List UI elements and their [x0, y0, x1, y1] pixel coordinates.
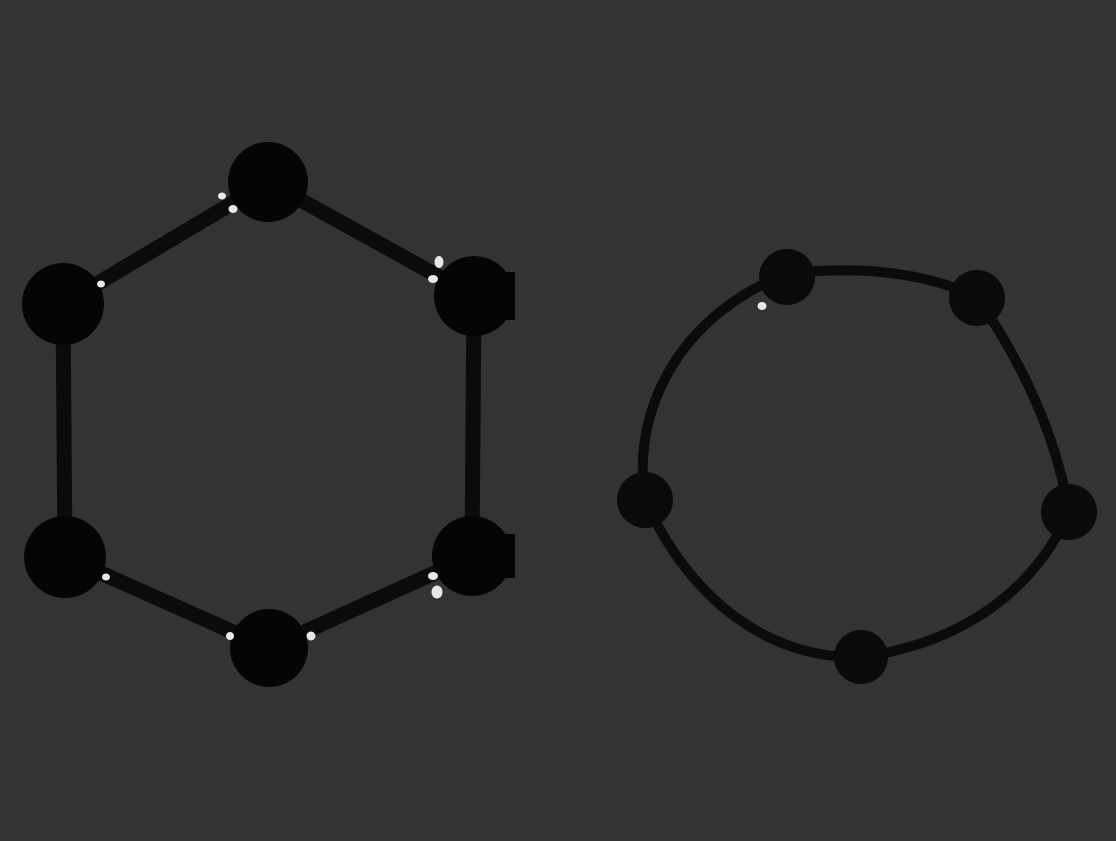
spark-highlight — [757, 302, 767, 310]
spark-highlight — [431, 585, 443, 599]
hex-edge-upperright-lowerright[interactable] — [464, 288, 482, 564]
spark-highlight — [306, 631, 316, 641]
spark-highlight — [428, 275, 438, 283]
hex-node-bottom[interactable] — [230, 609, 308, 687]
spark-highlight — [428, 572, 438, 580]
spark-highlight — [97, 280, 105, 288]
ring-edge-topleft-topright[interactable] — [782, 265, 982, 302]
ring-edge-left-topleft[interactable] — [637, 269, 792, 505]
spark-highlight — [434, 256, 444, 268]
hex-edge-lowerleft-upperleft[interactable] — [55, 296, 73, 565]
ring-edge-topright-right[interactable] — [972, 292, 1074, 517]
hex-node-upper-left[interactable] — [22, 263, 104, 345]
ring-edge-bottom-left[interactable] — [640, 495, 866, 663]
hex-node-upper-right-notch — [490, 272, 515, 320]
ring-graph — [617, 249, 1097, 684]
ring-node-bottom[interactable] — [834, 630, 888, 684]
ring-node-left[interactable] — [617, 472, 673, 528]
ring-node-top-left[interactable] — [759, 249, 815, 305]
ring-node-right[interactable] — [1041, 484, 1097, 540]
hexagon-graph — [22, 142, 515, 687]
spark-highlight — [228, 205, 238, 213]
ring-edges — [637, 265, 1074, 663]
hex-node-lower-left[interactable] — [24, 516, 106, 598]
hex-node-top[interactable] — [228, 142, 308, 222]
ring-edge-right-bottom[interactable] — [856, 507, 1074, 662]
hexagon-edges — [55, 174, 482, 656]
ring-node-top-right[interactable] — [949, 270, 1005, 326]
spark-highlight — [218, 192, 226, 200]
spark-highlight — [226, 632, 234, 640]
ring-sparks — [757, 302, 767, 310]
hexagon-sparks — [97, 192, 444, 641]
hex-node-lower-right-notch — [488, 534, 515, 578]
hexagon-nodes — [22, 142, 515, 687]
ring-nodes — [617, 249, 1097, 684]
spark-highlight — [102, 573, 110, 581]
